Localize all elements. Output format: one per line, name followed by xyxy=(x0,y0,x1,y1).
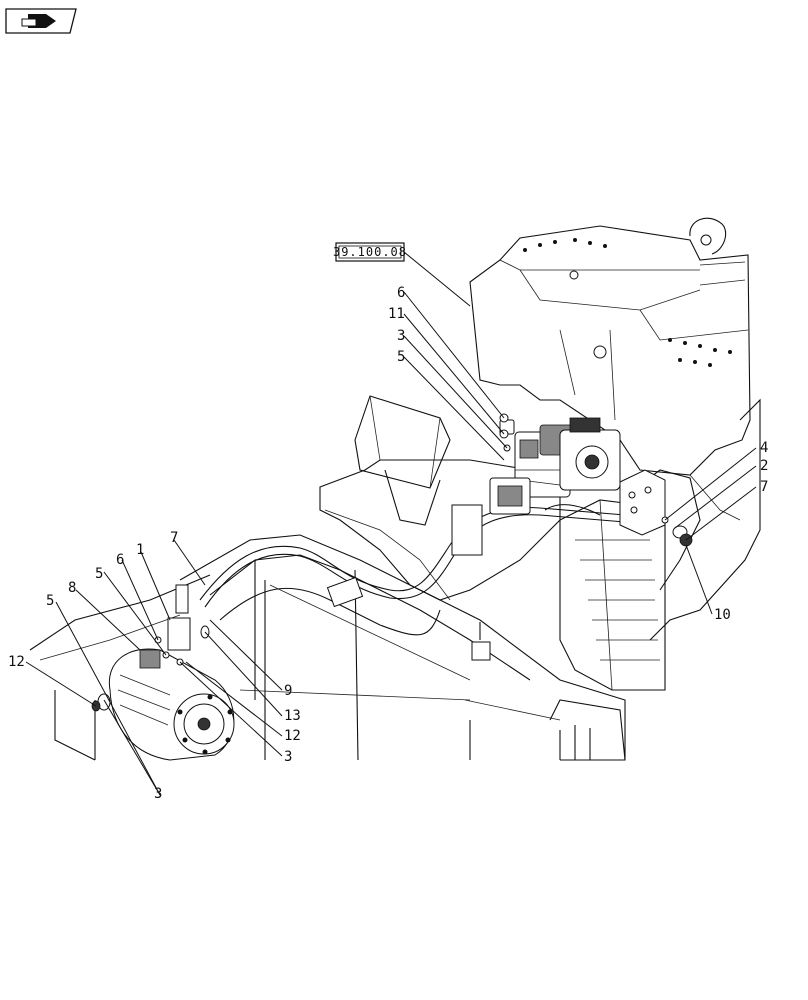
reference-box[interactable]: 39.100.08 xyxy=(333,242,407,262)
callout-10-right: 10 xyxy=(714,607,731,623)
leader-lines xyxy=(25,251,757,796)
callout-5-left: 5 xyxy=(46,593,54,609)
callout-8-mid: 8 xyxy=(68,580,76,596)
callout-6-top: 6 xyxy=(397,285,405,301)
callout-6-mid: 6 xyxy=(116,552,124,568)
callout-12-left: 12 xyxy=(8,654,25,670)
callout-13-lower: 13 xyxy=(284,708,301,724)
reference-label: 39.100.08 xyxy=(333,245,407,259)
callout-5-mid: 5 xyxy=(95,566,103,582)
callout-3-lower: 3 xyxy=(284,749,292,765)
valve-block xyxy=(619,469,693,547)
callout-2-right: 2 xyxy=(760,458,768,474)
callout-3-bottom: 3 xyxy=(154,786,162,802)
callout-12-lower: 12 xyxy=(284,728,301,744)
callouts: 6 11 3 5 4 2 7 10 7 1 6 5 8 5 12 9 13 12… xyxy=(8,285,768,802)
callout-7-mid: 7 xyxy=(170,530,178,546)
book-arrow-icon[interactable] xyxy=(5,8,77,34)
callout-1-mid: 1 xyxy=(136,542,144,558)
callout-4-right: 4 xyxy=(760,440,768,456)
callout-5-top: 5 xyxy=(397,349,405,365)
callout-7-right: 7 xyxy=(760,479,768,495)
travel-motor xyxy=(91,648,235,761)
callout-3-top: 3 xyxy=(397,328,405,344)
hydraulic-hoses xyxy=(199,504,626,636)
hydraulic-pump-assembly xyxy=(451,417,621,556)
callout-9-lower: 9 xyxy=(284,683,292,699)
callout-11-top: 11 xyxy=(388,306,405,322)
